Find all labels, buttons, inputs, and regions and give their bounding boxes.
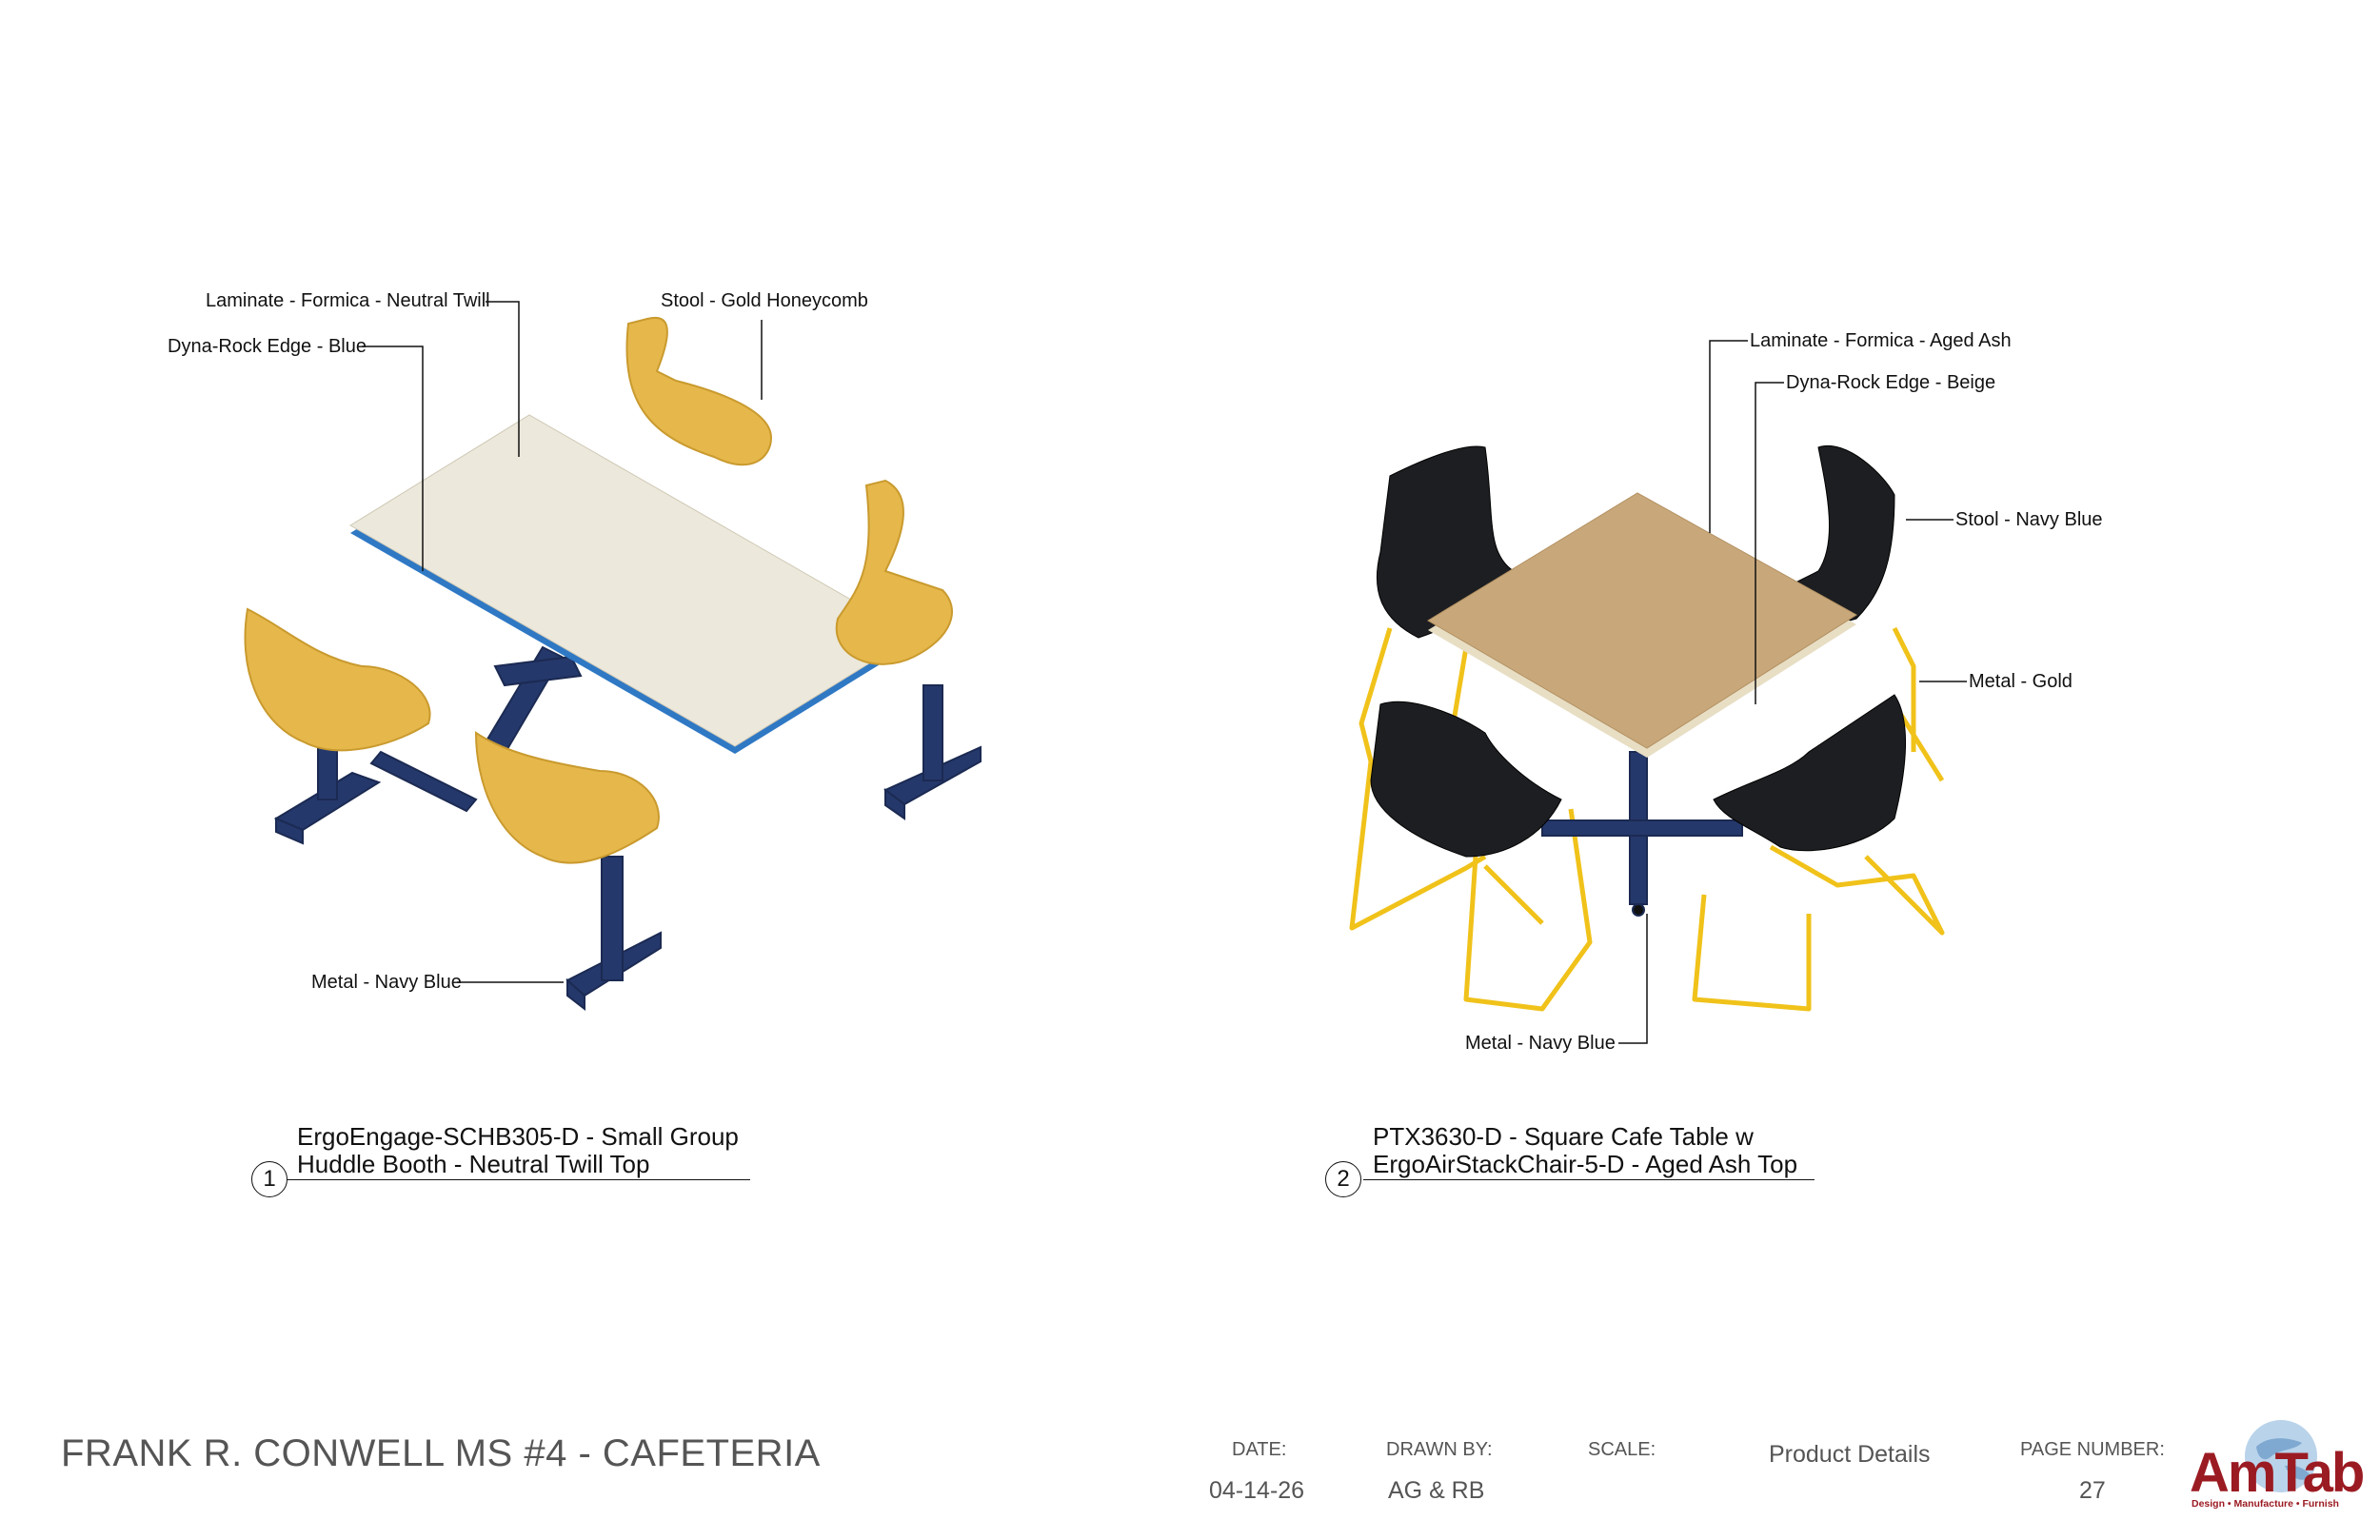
callout-metal-2: Metal - Navy Blue xyxy=(1465,1033,1616,1054)
drawn-by-value: AG & RB xyxy=(1388,1477,1485,1504)
scale-label: SCALE: xyxy=(1588,1439,1656,1460)
booth-stools xyxy=(244,316,953,864)
cafe-chairs xyxy=(1370,444,1907,858)
callout-laminate-1: Laminate - Formica - Neutral Twill xyxy=(206,290,490,311)
date-value: 04-14-26 xyxy=(1209,1477,1305,1504)
callout-metal-1: Metal - Navy Blue xyxy=(311,972,462,993)
detail-1-caption-line2: Huddle Booth - Neutral Twill Top xyxy=(297,1150,650,1178)
amtab-tagline: Design • Manufacture • Furnish xyxy=(2192,1498,2339,1510)
page-number-value: 27 xyxy=(2079,1477,2106,1504)
callout-edge-1: Dyna-Rock Edge - Blue xyxy=(168,336,367,357)
amtab-logo: AmTab xyxy=(2190,1442,2365,1504)
cafe-table-base xyxy=(1541,751,1743,917)
cafe-tabletop xyxy=(1427,492,1857,758)
date-label: DATE: xyxy=(1232,1439,1287,1460)
booth-frame xyxy=(273,645,982,1012)
callout-metal-gold-2: Metal - Gold xyxy=(1969,671,2073,692)
callout-laminate-2: Laminate - Formica - Aged Ash xyxy=(1750,330,2012,351)
detail-2-underline xyxy=(1363,1179,1815,1180)
detail-2-caption-line2: ErgoAirStackChair-5-D - Aged Ash Top xyxy=(1373,1150,1798,1178)
detail-2-caption-line1: PTX3630-D - Square Cafe Table w xyxy=(1373,1122,1754,1151)
amtab-logo-globe xyxy=(2245,1420,2317,1492)
detail-number-2: 2 xyxy=(1325,1161,1361,1197)
detail-1-caption-line1: ErgoEngage-SCHB305-D - Small Group xyxy=(297,1122,739,1151)
callout-stool-2: Stool - Navy Blue xyxy=(1955,509,2103,530)
drawn-by-label: DRAWN BY: xyxy=(1386,1439,1493,1460)
detail-1-underline xyxy=(288,1179,750,1180)
detail-1-leaders xyxy=(362,301,763,983)
project-title: FRANK R. CONWELL MS #4 - CAFETERIA xyxy=(61,1432,821,1474)
detail-2-leaders xyxy=(1618,340,1967,1044)
page-number-label: PAGE NUMBER: xyxy=(2020,1439,2165,1460)
detail-number-1: 1 xyxy=(251,1161,288,1197)
sheet-name: Product Details xyxy=(1769,1441,1931,1468)
callout-edge-2: Dyna-Rock Edge - Beige xyxy=(1786,372,1996,393)
callout-stool-1: Stool - Gold Honeycomb xyxy=(661,290,868,311)
